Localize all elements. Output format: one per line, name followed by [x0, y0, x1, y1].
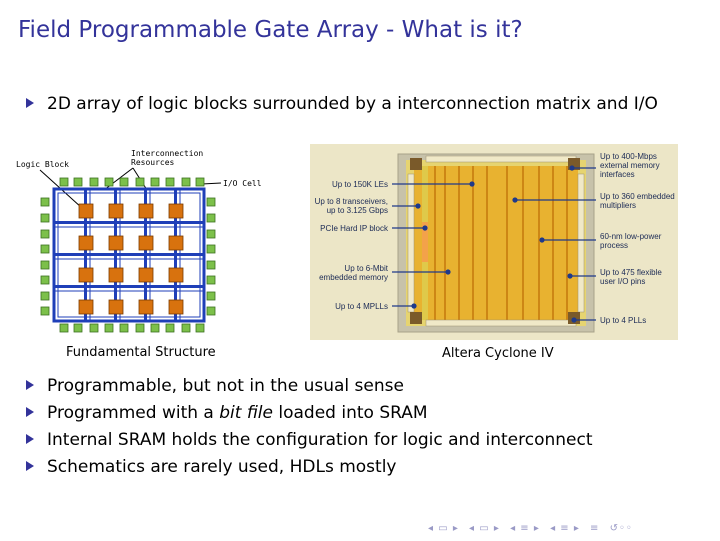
- beamer-navigation: ◂ ▭ ▸ ◂ ▭ ▸ ◂ ≡ ▸ ◂ ≡ ▸ ≡ ↺◦◦: [428, 523, 639, 534]
- callout-ext-mem-line2: external memory: [600, 161, 660, 170]
- bullet-item: Programmable, but not in the usual sense: [26, 376, 404, 396]
- bullet-item: Programmed with a bit file loaded into S…: [26, 403, 428, 423]
- callout-pcie: PCIe Hard IP block: [320, 224, 388, 233]
- bullet-text-before: Programmed with a: [47, 403, 220, 423]
- callout-user-io: Up to 475 flexible user I/O pins: [600, 268, 662, 286]
- nav-next-icon[interactable]: ◂ ≡ ▸: [510, 523, 540, 534]
- bullet-text: Programmable, but not in the usual sense: [47, 376, 404, 396]
- nav-prev-icon[interactable]: ◂ ▭ ▸: [469, 523, 500, 534]
- bullet-text-after: loaded into SRAM: [272, 403, 428, 423]
- logic-blocks: [78, 203, 184, 315]
- callout-mult-line1: Up to 360 embedded: [600, 192, 675, 201]
- callout-leaders: [392, 165, 596, 323]
- callout-external-memory: Up to 400-Mbps external memory interface…: [600, 152, 660, 179]
- callout-process-line2: process: [600, 241, 629, 250]
- callout-embedded-memory: Up to 6-Mbit embedded memory: [319, 264, 388, 282]
- cyclone-die-graphic: [392, 153, 596, 333]
- callout-ext-mem-line3: interfaces: [600, 170, 635, 179]
- fpga-structure-diagram: Logic Block Interconnection Resources I/…: [16, 149, 262, 333]
- bullet-marker-icon: [26, 380, 34, 390]
- bullet-marker-icon: [26, 434, 34, 444]
- nav-align-icon[interactable]: ≡: [590, 523, 600, 534]
- bullet-text: Schematics are rarely used, HDLs mostly: [47, 457, 397, 477]
- interconnect-grid: [52, 187, 206, 323]
- callout-memory-line1: Up to 6-Mbit: [344, 264, 388, 273]
- nav-section-icon[interactable]: ◂ ≡ ▸: [550, 523, 580, 534]
- callout-mplls: Up to 4 MPLLs: [335, 302, 388, 311]
- io-cells-top: [59, 177, 205, 187]
- callout-transceivers: Up to 8 transceivers, up to 3.125 Gbps: [315, 197, 388, 215]
- bullet-item: Schematics are rarely used, HDLs mostly: [26, 457, 396, 477]
- callout-io-line2: user I/O pins: [600, 277, 646, 286]
- io-cell-label: I/O Cell: [223, 179, 262, 188]
- cyclone-iv-figure: Up to 150K LEs Up to 8 transceivers, up …: [310, 144, 678, 340]
- bullet-marker-icon: [26, 98, 34, 108]
- intro-bullet-text: 2D array of logic blocks surrounded by a…: [47, 94, 658, 114]
- bullet-marker-icon: [26, 407, 34, 417]
- bullet-text: Internal SRAM holds the configuration fo…: [47, 430, 593, 450]
- intro-bullet: 2D array of logic blocks surrounded by a…: [26, 94, 658, 114]
- left-figure-caption: Fundamental Structure: [66, 345, 216, 360]
- callout-mult-line2: multipliers: [600, 201, 637, 210]
- callout-les: Up to 150K LEs: [331, 180, 388, 189]
- bullet-marker-icon: [26, 461, 34, 471]
- interconnection-label-line1: Interconnection: [131, 149, 203, 158]
- callout-transceivers-line2: up to 3.125 Gbps: [326, 206, 388, 215]
- slide-title: Field Programmable Gate Array - What is …: [18, 17, 523, 43]
- callout-process: 60-nm low-power process: [600, 232, 661, 250]
- logic-block-label: Logic Block: [16, 160, 69, 169]
- callout-transceivers-line1: Up to 8 transceivers,: [314, 197, 388, 206]
- interconnection-label-line2: Resources: [131, 158, 175, 167]
- die-columns: [434, 166, 568, 320]
- right-figure-caption: Altera Cyclone IV: [442, 346, 554, 361]
- callout-memory-line2: embedded memory: [319, 273, 388, 282]
- nav-search-icon[interactable]: ↺◦◦: [609, 523, 633, 534]
- bullet-item: Internal SRAM holds the configuration fo…: [26, 430, 593, 450]
- callout-ext-mem-line1: Up to 400-Mbps: [600, 152, 657, 161]
- io-cells-left: [40, 197, 50, 316]
- callout-io-line1: Up to 475 flexible: [600, 268, 662, 277]
- bullet-text-emphasis: bit file: [219, 403, 273, 423]
- callout-process-line1: 60-nm low-power: [600, 232, 662, 241]
- callout-plls: Up to 4 PLLs: [600, 316, 647, 325]
- nav-first-icon[interactable]: ◂ ▭ ▸: [428, 523, 459, 534]
- io-cells-right: [206, 197, 216, 316]
- io-cells-bottom: [59, 323, 205, 333]
- callout-multipliers: Up to 360 embedded multipliers: [600, 192, 675, 210]
